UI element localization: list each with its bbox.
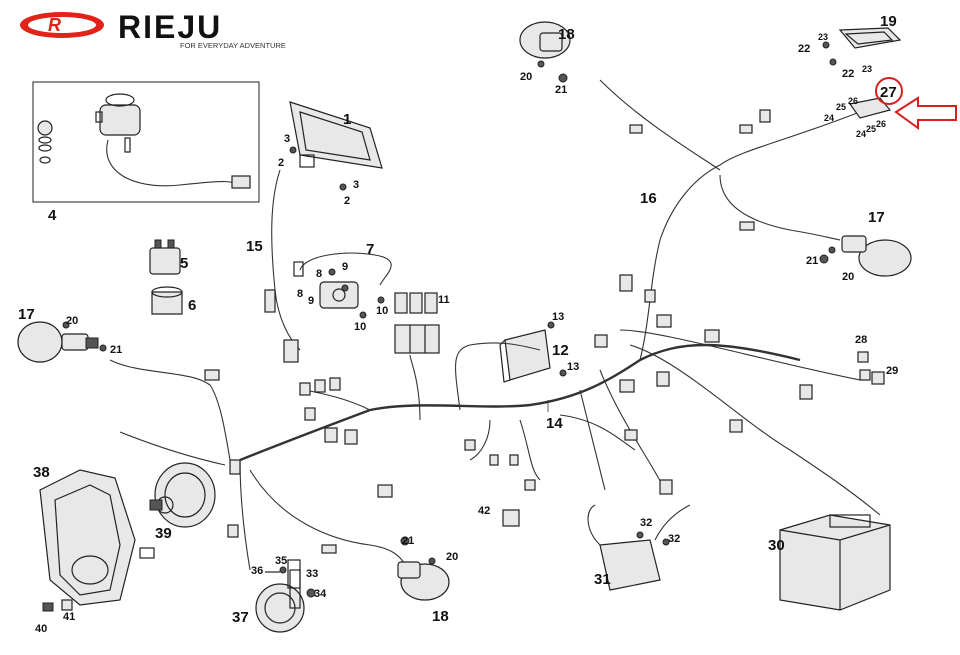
callout-41: 41 — [63, 611, 75, 623]
callout-13: 13 — [552, 311, 564, 323]
callout-1: 1 — [343, 111, 351, 128]
highlight-marker — [875, 77, 957, 130]
callout-33: 33 — [306, 568, 318, 580]
main-harness — [109, 79, 881, 571]
bulb-socket — [149, 462, 216, 528]
turn-signal-front-left — [17, 321, 99, 363]
brand-tagline: FOR EVERYDAY ADVENTURE — [180, 41, 286, 50]
callout-36: 36 — [251, 565, 263, 577]
horn — [255, 569, 305, 633]
headlight — [39, 469, 155, 606]
callout-18: 18 — [558, 26, 575, 43]
callout-23: 23 — [862, 64, 872, 74]
fuse-connectors — [857, 351, 885, 385]
callout-34: 34 — [314, 588, 327, 600]
callout-37: 37 — [232, 609, 249, 626]
callout-20: 20 — [66, 315, 78, 327]
callout-10: 10 — [354, 321, 366, 333]
fasteners — [42, 41, 837, 612]
relay-holder — [151, 286, 183, 315]
part-callouts: 1 2 2 3 3 4 5 6 7 8 8 9 9 10 10 11 12 13… — [18, 13, 898, 635]
battery — [779, 514, 891, 611]
callout-7: 7 — [366, 241, 374, 258]
callout-9: 9 — [342, 261, 348, 273]
callout-39: 39 — [155, 525, 172, 542]
ignition-coil — [293, 252, 392, 309]
highlight-circle — [875, 77, 903, 105]
callout-42: 42 — [478, 505, 490, 517]
callout-25: 25 — [866, 124, 876, 134]
callout-9: 9 — [308, 295, 314, 307]
callout-23: 23 — [818, 32, 828, 42]
callout-21: 21 — [806, 255, 818, 267]
callout-20: 20 — [520, 71, 532, 83]
callout-21: 21 — [555, 84, 567, 96]
tail-light — [838, 27, 902, 49]
callout-18: 18 — [432, 608, 449, 625]
callout-15: 15 — [246, 238, 263, 255]
ignition-switch-inset — [32, 81, 260, 203]
harness-connectors — [204, 109, 871, 554]
small-connector — [502, 509, 520, 527]
callout-26: 26 — [848, 96, 858, 106]
callout-5: 5 — [180, 255, 188, 272]
callout-10: 10 — [376, 305, 388, 317]
callout-6: 6 — [188, 297, 196, 314]
callout-2: 2 — [278, 157, 284, 169]
callout-13: 13 — [567, 361, 579, 373]
callout-11: 11 — [438, 294, 450, 306]
callout-26: 26 — [876, 119, 886, 129]
callout-27: 27 — [880, 84, 897, 101]
callout-32: 32 — [640, 517, 652, 529]
turn-signal-front-right — [397, 561, 450, 601]
callout-30: 30 — [768, 537, 785, 554]
starter-relay — [149, 239, 181, 275]
callout-25: 25 — [836, 102, 846, 112]
cable-connector — [264, 289, 276, 313]
svg-text:R: R — [48, 15, 61, 35]
callout-3: 3 — [353, 179, 359, 191]
callout-31: 31 — [594, 571, 611, 588]
horn-bracket — [265, 559, 316, 598]
callout-40: 40 — [35, 623, 47, 635]
callout-19: 19 — [880, 13, 897, 30]
callout-28: 28 — [855, 334, 867, 346]
callout-20: 20 — [446, 551, 458, 563]
callout-29: 29 — [886, 365, 898, 377]
callout-16: 16 — [640, 190, 657, 207]
callout-2: 2 — [344, 195, 350, 207]
callout-32: 32 — [668, 533, 680, 545]
dashboard-instrument — [289, 101, 383, 169]
voltage-regulator — [587, 504, 691, 591]
cdi-unit — [499, 329, 551, 383]
brand-logo: R RIEJU FOR EVERYDAY ADVENTURE — [20, 9, 286, 50]
callout-14: 14 — [546, 415, 563, 432]
callout-24: 24 — [856, 129, 866, 139]
callout-4: 4 — [48, 207, 57, 224]
callout-22: 22 — [798, 43, 810, 55]
callout-17: 17 — [868, 209, 885, 226]
callout-20: 20 — [842, 271, 854, 283]
turn-signal-rear-right — [841, 235, 912, 277]
turn-signal-rear-left — [519, 21, 571, 59]
brand-name: RIEJU — [118, 9, 222, 45]
callout-22: 22 — [842, 68, 854, 80]
callout-35: 35 — [275, 555, 287, 567]
highlight-arrow-icon — [894, 96, 957, 130]
callout-17: 17 — [18, 306, 35, 323]
callout-12: 12 — [552, 342, 569, 359]
callout-3: 3 — [284, 133, 290, 145]
callout-8: 8 — [316, 268, 322, 280]
callout-38: 38 — [33, 464, 50, 481]
connector-block — [394, 292, 440, 354]
plate-light — [848, 97, 892, 119]
callout-24: 24 — [824, 113, 834, 123]
callout-8: 8 — [297, 288, 303, 300]
callout-21: 21 — [402, 535, 414, 547]
callout-21: 21 — [110, 344, 122, 356]
